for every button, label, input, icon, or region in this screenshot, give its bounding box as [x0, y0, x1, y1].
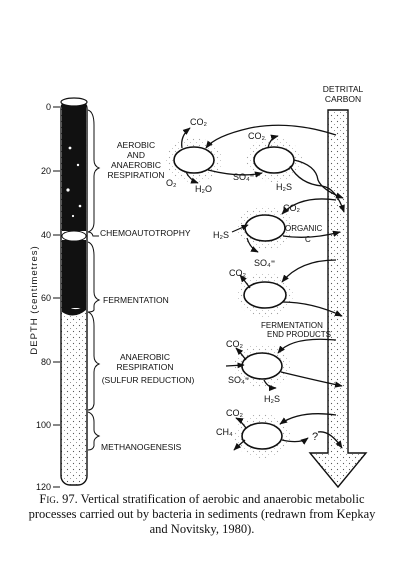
depth-tick-label: 60: [41, 293, 51, 303]
zone-label-line: RESPIRATION: [108, 170, 165, 180]
flux-arrows: [181, 124, 345, 451]
co2-label: CO₂: [190, 117, 208, 127]
so4-label: SO₄⁼: [228, 375, 250, 385]
zone-label-line: (SULFUR REDUCTION): [102, 375, 195, 385]
so4-label: SO₄⁼: [233, 172, 255, 182]
detrital-carbon-arrow: DETRITAL CARBON: [308, 84, 368, 489]
depth-tick-label: 20: [41, 166, 51, 176]
core-transition: [62, 300, 86, 316]
zone-label-methanogenesis: METHANOGENESIS: [101, 442, 182, 452]
detrital-carbon-label: DETRITAL: [323, 84, 364, 94]
bacterium-methanogen: [241, 422, 283, 450]
bacterial-cells: [166, 138, 302, 458]
bacterium-chemoautotroph: [244, 214, 286, 242]
bacterium-aerobic: [173, 146, 215, 174]
fermentation-products-label: FERMENTATION: [261, 321, 323, 330]
co2-label: CO₂: [229, 268, 247, 278]
h2s-label: H₂S: [264, 394, 280, 404]
h2s-label: H₂S: [213, 230, 229, 240]
depth-tick-label: 100: [36, 420, 51, 430]
zone-label-line: ANAEROBIC: [111, 160, 161, 170]
zone-brackets: [87, 109, 101, 451]
unknown-product-label: ?: [312, 431, 318, 443]
chemical-labels: CO₂ O₂ H₂O CO₂ SO₄⁼ H₂S CO₂ H₂S ORGANIC …: [166, 117, 331, 443]
h2s-label: H₂S: [276, 182, 292, 192]
core-dark-upper: [62, 103, 86, 231]
so4-label: SO₄⁼: [254, 258, 276, 268]
depth-tick-label: 80: [41, 357, 51, 367]
depth-tick-label: 40: [41, 230, 51, 240]
bacterium-sulfate-reducer-upper: [253, 146, 295, 174]
zone-label-line: RESPIRATION: [117, 362, 174, 372]
depth-axis: 0 20 40 60 80 100 120 DEPTH (centimetres…: [29, 102, 60, 492]
depth-tick-label: 0: [46, 102, 51, 112]
zone-label-line: AND: [127, 150, 145, 160]
core-top: [60, 97, 88, 107]
bacterium-fermenter: [243, 281, 287, 309]
carbon-label: C: [305, 235, 311, 244]
depth-tick-label: 120: [36, 482, 51, 492]
caption-text: Vertical stratification of aerobic and a…: [28, 492, 376, 536]
depth-axis-label: DEPTH (centimetres): [29, 245, 40, 354]
o2-label: O₂: [166, 178, 177, 188]
co2-label: CO₂: [226, 408, 244, 418]
figure-caption: Fig. 97. Vertical stratification of aero…: [22, 492, 382, 537]
zone-label-anaerobic: ANAEROBIC RESPIRATION (SULFUR REDUCTION): [102, 352, 195, 385]
core-dark-middle: [62, 240, 86, 308]
core-light-band: [61, 230, 87, 242]
co2-label: CO₂: [248, 131, 266, 141]
zone-label-fermentation: FERMENTATION: [103, 295, 169, 305]
ch4-label: CH₄: [216, 427, 233, 437]
co2-label: CO₂: [283, 203, 301, 213]
zone-label-chemoautotrophy: CHEMOAUTOTROPHY: [100, 228, 191, 238]
zone-label-line: ANAEROBIC: [120, 352, 170, 362]
co2-label: CO₂: [226, 339, 244, 349]
zone-label-line: AEROBIC: [117, 140, 155, 150]
detrital-carbon-label: CARBON: [325, 94, 361, 104]
h2o-label: H₂O: [195, 184, 212, 194]
zone-label-aerobic: AEROBIC AND ANAEROBIC RESPIRATION: [108, 140, 165, 180]
fermentation-products-label: END PRODUCTS: [267, 330, 331, 339]
organic-label: ORGANIC: [285, 224, 323, 233]
sediment-core: [60, 97, 88, 486]
caption-figure-number: Fig. 97.: [39, 492, 78, 506]
